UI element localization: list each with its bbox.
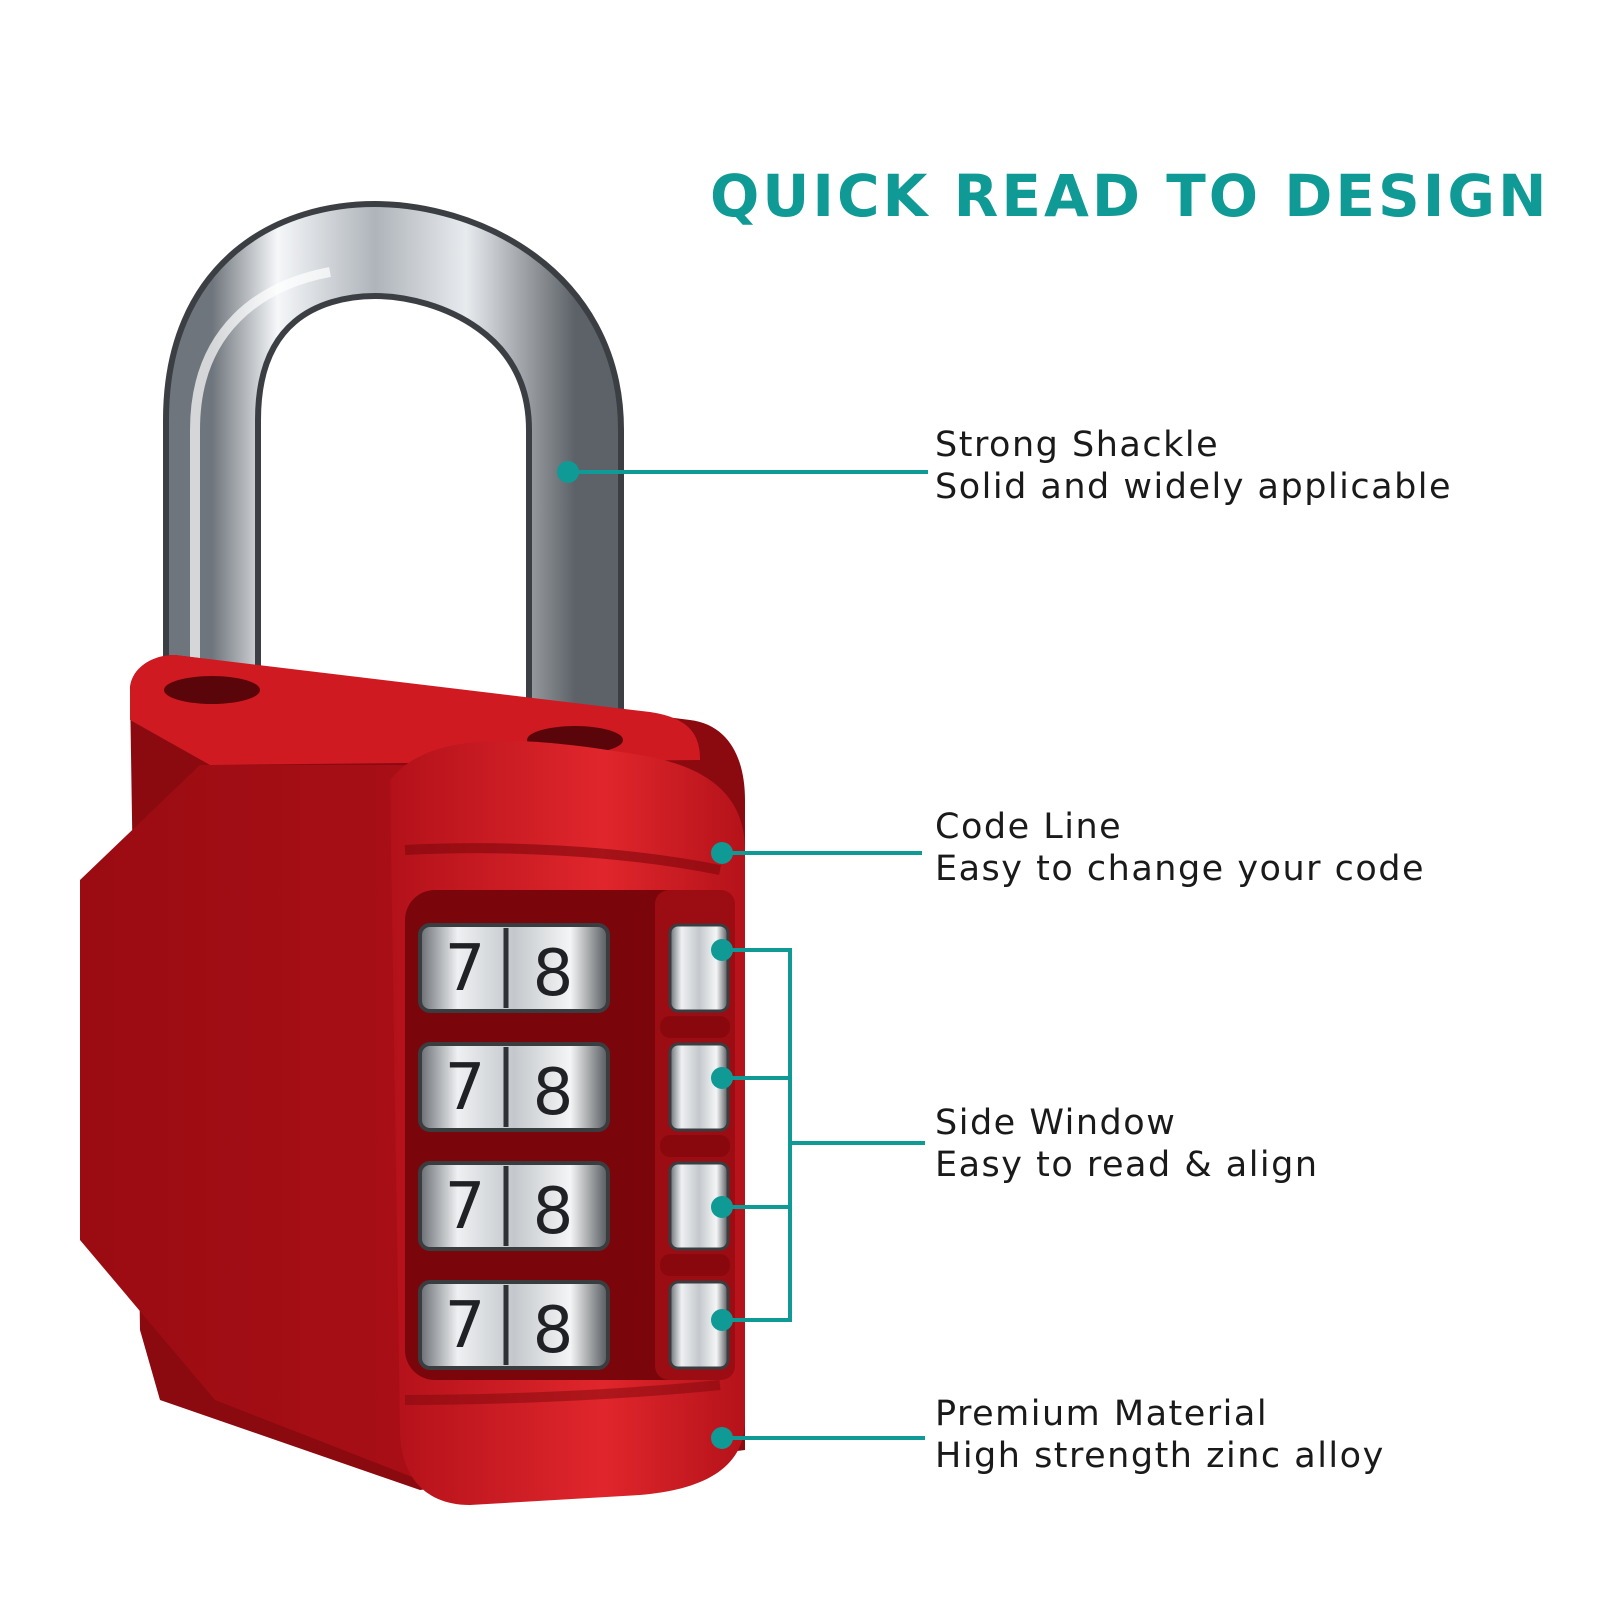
combination-wheels: 7 8 7 8 7 8 7 8 bbox=[418, 923, 730, 1370]
callout-side-window: Side Window Easy to read & align bbox=[935, 1102, 1319, 1186]
wheel-3 bbox=[418, 1161, 730, 1251]
wheel-2 bbox=[418, 1042, 730, 1132]
wheel-4 bbox=[418, 1280, 730, 1370]
dial-digit: 7 bbox=[445, 1051, 486, 1125]
callout-title: Strong Shackle bbox=[935, 425, 1220, 465]
callout-subtitle: Solid and widely applicable bbox=[935, 467, 1453, 507]
callout-code-line: Code Line Easy to change your code bbox=[935, 806, 1425, 890]
dial-digit: 8 bbox=[533, 1056, 574, 1130]
headline: QUICK READ TO DESIGN bbox=[710, 162, 1550, 230]
callout-premium-material: Premium Material High strength zinc allo… bbox=[935, 1393, 1385, 1477]
dial-digit: 8 bbox=[533, 1175, 574, 1249]
callout-subtitle: Easy to change your code bbox=[935, 849, 1426, 889]
dial-digit: 8 bbox=[533, 1294, 574, 1368]
shackle bbox=[163, 200, 624, 745]
lock-body bbox=[80, 655, 745, 1505]
wheel-1 bbox=[418, 923, 730, 1013]
callout-title: Premium Material bbox=[935, 1394, 1269, 1434]
dial-digit: 8 bbox=[533, 937, 574, 1011]
callout-subtitle: High strength zinc alloy bbox=[935, 1436, 1385, 1476]
callout-strong-shackle: Strong Shackle Solid and widely applicab… bbox=[935, 424, 1452, 508]
callout-title: Code Line bbox=[935, 807, 1123, 847]
dial-digit: 7 bbox=[445, 1289, 486, 1363]
callout-title: Side Window bbox=[935, 1103, 1177, 1143]
callout-dots bbox=[557, 461, 733, 1449]
callout-subtitle: Easy to read & align bbox=[935, 1145, 1319, 1185]
callout-leaders bbox=[568, 470, 928, 1440]
dial-digit: 7 bbox=[445, 932, 486, 1006]
dial-digit: 7 bbox=[445, 1170, 486, 1244]
